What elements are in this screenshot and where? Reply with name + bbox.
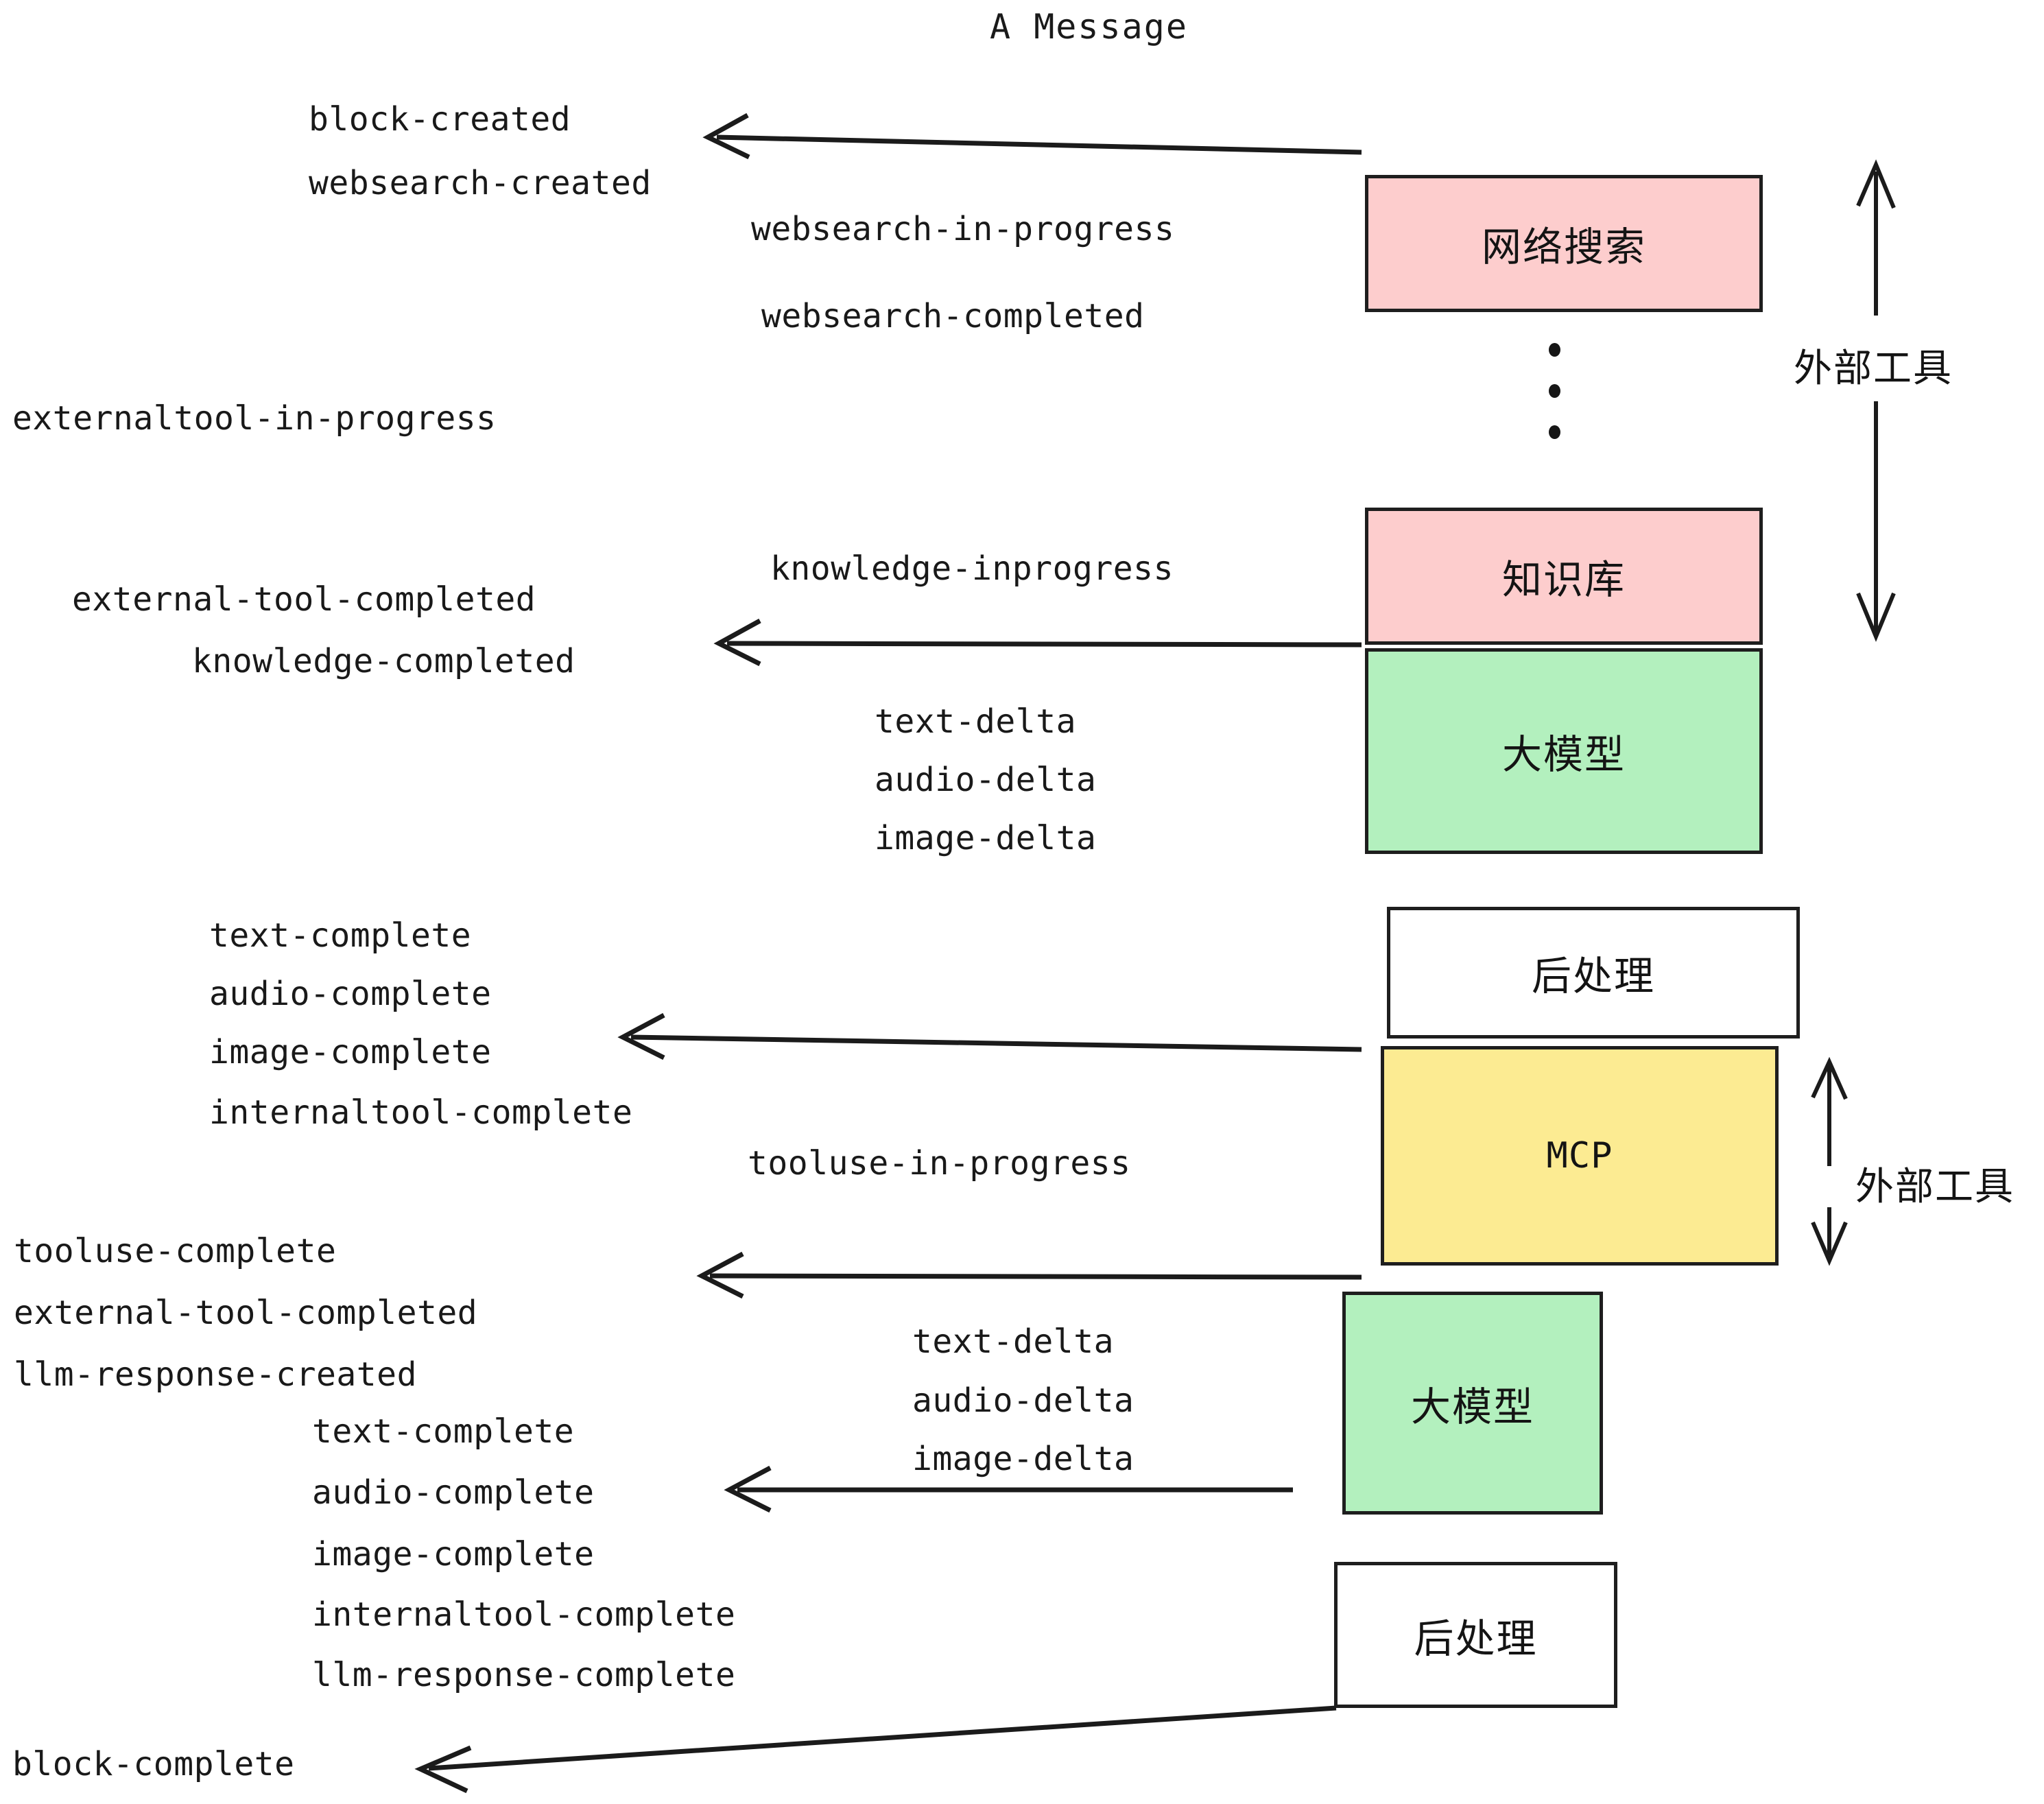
event-external-tool-completed-2: external-tool-completed xyxy=(14,1294,478,1332)
event-image-complete-1: image-complete xyxy=(209,1033,492,1071)
box-mcp-label: MCP xyxy=(1546,1135,1613,1176)
arrow-block-complete xyxy=(414,1705,1337,1794)
arrow-knowledge-completed xyxy=(713,618,1362,667)
box-mcp[interactable]: MCP xyxy=(1381,1046,1779,1266)
event-text-complete-1: text-complete xyxy=(209,916,472,955)
box-postprocess-1-label: 后处理 xyxy=(1531,953,1655,999)
event-llm-response-created: llm-response-created xyxy=(14,1355,417,1394)
event-websearch-completed: websearch-completed xyxy=(761,297,1145,335)
event-websearch-created: websearch-created xyxy=(309,164,652,202)
box-knowledgebase[interactable]: 知识库 xyxy=(1365,508,1763,645)
event-audio-complete-2: audio-complete xyxy=(312,1473,595,1512)
arrow-block-created xyxy=(702,112,1362,160)
box-llm-2-label: 大模型 xyxy=(1410,1383,1534,1430)
ellipsis-dots xyxy=(1549,343,1560,466)
arrow-tooluse-complete xyxy=(696,1251,1362,1299)
event-block-created: block-created xyxy=(309,100,571,139)
group-label-external-tools-bottom: 外部工具 xyxy=(1855,1165,2015,1209)
event-audio-delta-1: audio-delta xyxy=(875,761,1097,799)
event-audio-complete-1: audio-complete xyxy=(209,975,492,1013)
event-image-complete-2: image-complete xyxy=(312,1535,595,1574)
event-knowledge-inprogress: knowledge-inprogress xyxy=(770,549,1174,588)
external-tools-bracket-bottom xyxy=(1811,1056,1848,1266)
box-postprocess-2-label: 后处理 xyxy=(1414,1615,1538,1662)
event-llm-response-complete: llm-response-complete xyxy=(312,1656,736,1694)
group-label-external-tools-top: 外部工具 xyxy=(1794,346,1953,391)
box-llm-1-label: 大模型 xyxy=(1501,731,1626,778)
event-tooluse-complete: tooluse-complete xyxy=(14,1232,337,1270)
external-tools-bracket-top xyxy=(1856,159,1896,642)
event-internaltool-complete-1: internaltool-complete xyxy=(209,1093,633,1132)
event-image-delta-2: image-delta xyxy=(912,1440,1134,1478)
event-internaltool-complete-2: internaltool-complete xyxy=(312,1595,736,1634)
arrow-image-complete xyxy=(617,1012,1362,1060)
box-llm-1[interactable]: 大模型 xyxy=(1365,648,1763,854)
box-postprocess-1[interactable]: 后处理 xyxy=(1387,907,1800,1039)
page-title: A Message xyxy=(990,7,1188,47)
event-knowledge-completed: knowledge-completed xyxy=(192,642,575,680)
event-external-tool-completed-1: external-tool-completed xyxy=(72,580,536,619)
box-websearch[interactable]: 网络搜索 xyxy=(1365,175,1763,312)
event-text-complete-2: text-complete xyxy=(312,1412,575,1451)
event-websearch-in-progress: websearch-in-progress xyxy=(751,210,1175,248)
event-tooluse-in-progress: tooluse-in-progress xyxy=(748,1144,1131,1183)
event-text-delta-2: text-delta xyxy=(912,1322,1114,1361)
box-postprocess-2[interactable]: 后处理 xyxy=(1334,1562,1617,1708)
event-audio-delta-2: audio-delta xyxy=(912,1381,1134,1420)
box-knowledgebase-label: 知识库 xyxy=(1501,556,1626,603)
event-externaltool-in-progress: externaltool-in-progress xyxy=(12,399,497,438)
event-image-delta-1: image-delta xyxy=(875,819,1097,857)
event-text-delta-1: text-delta xyxy=(875,702,1076,741)
event-block-complete: block-complete xyxy=(12,1745,295,1783)
box-llm-2[interactable]: 大模型 xyxy=(1342,1292,1603,1515)
box-websearch-label: 网络搜索 xyxy=(1481,224,1646,270)
